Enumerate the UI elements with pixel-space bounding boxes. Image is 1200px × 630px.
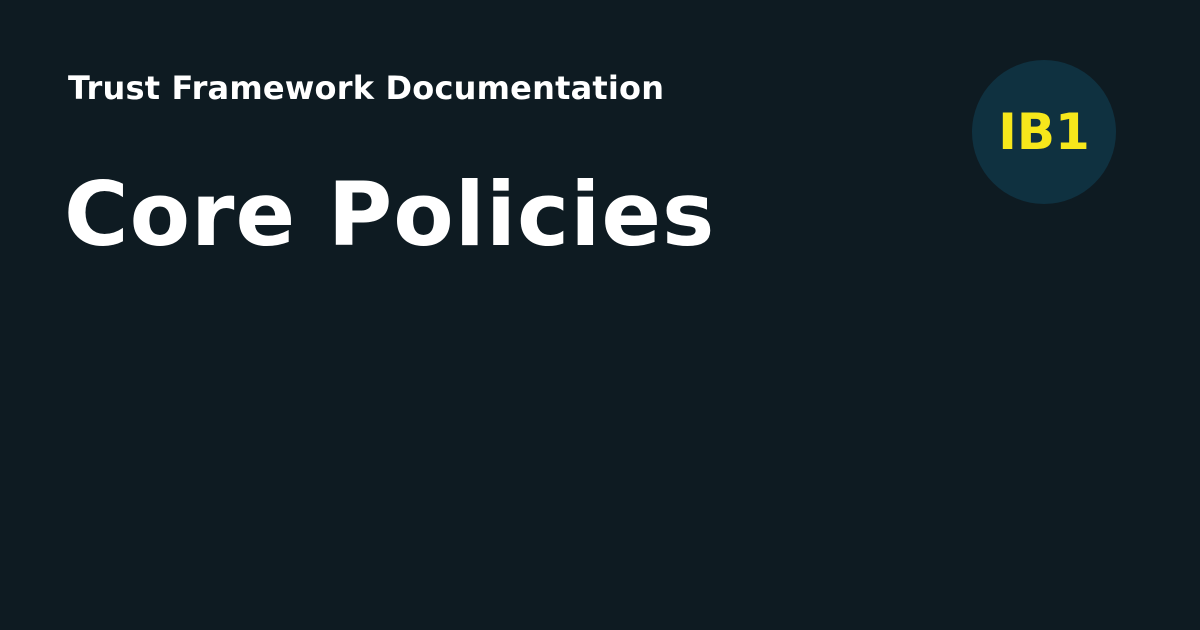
- section-subtitle: Trust Framework Documentation: [68, 69, 665, 107]
- ib1-logo: IB1: [972, 60, 1116, 204]
- page-title: Core Policies: [64, 163, 716, 266]
- logo-text: IB1: [998, 103, 1090, 161]
